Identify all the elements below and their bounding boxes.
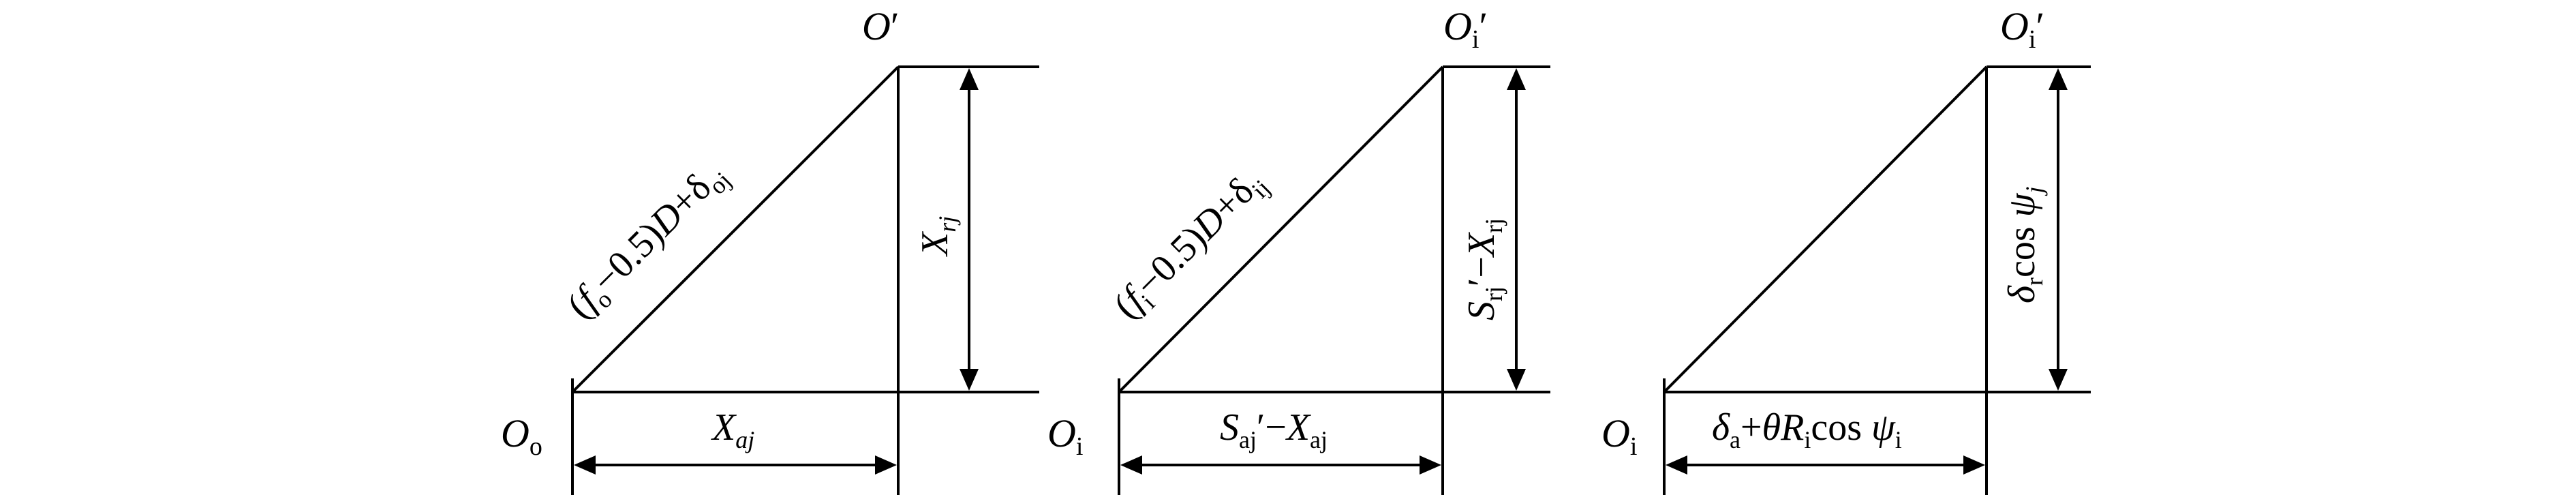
vertical-dimension-arrow-3 bbox=[2049, 68, 2068, 391]
arrowhead-up-icon bbox=[2049, 68, 2068, 90]
arrowhead-down-icon bbox=[960, 369, 979, 391]
arrowhead-up-icon bbox=[1507, 68, 1526, 90]
apex-label-2: Oi′ bbox=[1443, 4, 1488, 54]
origin-label-2: Oi bbox=[1047, 411, 1083, 461]
arrowhead-down-icon bbox=[2049, 369, 2068, 391]
apex-label-1: O′ bbox=[862, 4, 900, 48]
arrowhead-right-icon bbox=[1963, 455, 1985, 475]
vertical-dimension-arrow-2 bbox=[1507, 68, 1526, 391]
base-dimension-arrow-3 bbox=[1666, 455, 1985, 475]
hypotenuse-line-1 bbox=[571, 65, 900, 393]
hypotenuse-line-3 bbox=[1663, 65, 1988, 393]
arrowhead-right-icon bbox=[1420, 455, 1441, 475]
origin-label-1: Oo bbox=[501, 411, 542, 461]
vertical-dimension-arrow-1 bbox=[960, 68, 979, 391]
arrowhead-left-icon bbox=[574, 455, 596, 475]
triangle-1: O′ Oo (fo−0.5)D+δoj Xrj Xaj bbox=[501, 4, 1039, 495]
base-dimension-arrow-1 bbox=[574, 455, 897, 475]
arrowhead-left-icon bbox=[1666, 455, 1687, 475]
apex-label-3: Oi′ bbox=[2000, 4, 2044, 54]
arrowhead-right-icon bbox=[875, 455, 897, 475]
base-label-2: Saj′−Xaj bbox=[1220, 406, 1328, 453]
arrowhead-up-icon bbox=[960, 68, 979, 90]
vertical-label-1: Xrj bbox=[914, 216, 961, 257]
base-label-3: δa+θRicos ψi bbox=[1712, 406, 1902, 453]
vertical-label-3: δrcos ψj bbox=[2001, 187, 2048, 303]
triangle-2: Oi′ Oi (fi−0.5)D+δij Srj′−Xrj Saj′−Xaj bbox=[1047, 4, 1550, 495]
hypotenuse-line-2 bbox=[1118, 65, 1444, 393]
hypotenuse-label-2: (fi−0.5)D+δij bbox=[1105, 160, 1275, 330]
vertical-label-2: Srj′−Xrj bbox=[1460, 218, 1507, 320]
origin-label-3: Oi bbox=[1601, 411, 1637, 461]
triangle-3: Oi′ Oi δrcos ψj δa+θRicos ψi bbox=[1601, 4, 2091, 495]
hypotenuse-label-1: (fo−0.5)D+δoj bbox=[559, 153, 736, 330]
arrowhead-down-icon bbox=[1507, 369, 1526, 391]
base-dimension-arrow-2 bbox=[1120, 455, 1441, 475]
base-label-1: Xaj bbox=[711, 406, 754, 453]
arrowhead-left-icon bbox=[1120, 455, 1142, 475]
